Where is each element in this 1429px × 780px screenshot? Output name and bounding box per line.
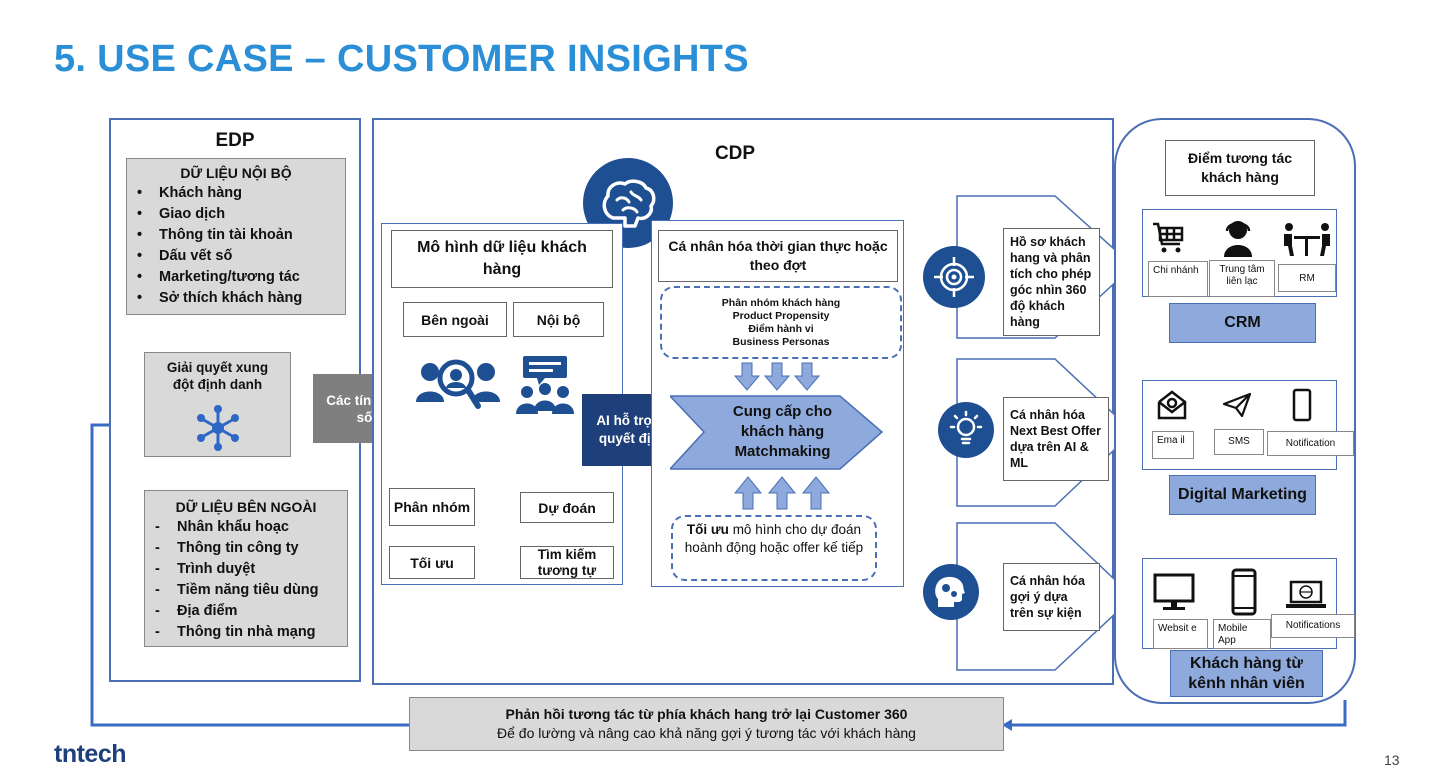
crm-rm-label: RM — [1278, 264, 1336, 292]
external-source-box: Bên ngoài — [403, 302, 507, 337]
external-data-list: Nhân khẩu hoạcThông tin công tyTrình duy… — [145, 517, 347, 643]
lookalike-label: Tìm kiếm tương tự — [537, 546, 597, 578]
internal-data-item: Marketing/tương tác — [127, 267, 345, 288]
optimize-model-text: mô hình cho dự đoán hoành động hoặc offe… — [684, 522, 864, 555]
digital-email-label: Ema il — [1152, 431, 1194, 459]
group-chat-icon — [516, 356, 574, 414]
segment-item: Điểm hành vi — [748, 323, 814, 335]
feedback-box: Phản hồi tương tác từ phía khách hang tr… — [409, 697, 1004, 751]
matchmaking-arrow — [670, 395, 884, 470]
output-card-nbo: Cá nhân hóa Next Best Offer dựa trên AI … — [1003, 397, 1109, 481]
internal-source-label: Nội bộ — [536, 311, 581, 328]
output-card-event: Cá nhân hóa gợi ý dựa trên sự kiện — [1003, 563, 1100, 631]
touchpoints-title: Điểm tương tác khách hàng — [1187, 150, 1293, 185]
page-title: 5. USE CASE – CUSTOMER INSIGHTS — [54, 38, 749, 80]
optimize-box: Tối ưu — [389, 546, 475, 579]
predict-box: Dự đoán — [520, 492, 614, 523]
personalization-title: Cá nhân hóa thời gian thực hoặc theo đợt — [668, 238, 888, 273]
internal-data-item: Thông tin tài khoản — [127, 225, 345, 246]
target-icon — [923, 246, 985, 308]
external-data-item: Thông tin công ty — [145, 538, 347, 559]
segment-box: Phân nhóm — [389, 488, 475, 526]
email-icon — [1157, 390, 1187, 420]
segment-label: Phân nhóm — [393, 498, 471, 515]
identity-resolution-box: Giải quyết xung đột định danh — [144, 352, 291, 457]
output-text-nbo: Cá nhân hóa Next Best Offer dựa trên AI … — [1010, 408, 1101, 470]
shopping-cart-icon — [1153, 222, 1184, 253]
external-data-item: Địa điểm — [145, 601, 347, 622]
lightbulb-icon — [938, 402, 994, 458]
output-text-360: Hồ sơ khách hang và phân tích cho phép g… — [1010, 235, 1092, 329]
internal-data-item: Dấu vết số — [127, 246, 345, 267]
internal-data-title: DỮ LIỆU NỘI BỘ — [180, 165, 292, 181]
crm-contact-center-label: Trung tâm liên lạc — [1209, 260, 1275, 297]
internal-data-item: Giao dịch — [127, 204, 345, 225]
smartphone-icon — [1292, 388, 1312, 422]
personalization-title-box: Cá nhân hóa thời gian thực hoặc theo đợt — [658, 230, 898, 282]
digital-sms-label: SMS — [1214, 429, 1264, 455]
predict-label: Dự đoán — [538, 499, 596, 516]
internal-data-list: Khách hàngGiao dịchThông tin tài khoảnDấ… — [127, 183, 345, 309]
optimize-label: Tối ưu — [410, 554, 454, 571]
optimize-model-box: Tối ưu mô hình cho dự đoán hoành động ho… — [671, 515, 877, 581]
optimize-model-bold: Tối ưu — [686, 522, 729, 537]
segment-item: Phân nhóm khách hàng — [721, 297, 841, 309]
output-card-360: Hồ sơ khách hang và phân tích cho phép g… — [1003, 228, 1100, 336]
feedback-line-1: Phản hồi tương tác từ phía khách hang tr… — [505, 706, 908, 722]
external-data-item: Trình duyệt — [145, 559, 347, 580]
staff-notifications-label: Notifications — [1271, 614, 1355, 638]
staff-channel-bar: Khách hàng từ kênh nhân viên — [1170, 650, 1323, 697]
external-data-item: Tiềm năng tiêu dùng — [145, 580, 347, 601]
data-model-title-box: Mô hình dữ liệu khách hàng — [391, 230, 613, 288]
internal-data-box: DỮ LIỆU NỘI BỘ Khách hàngGiao dịchThông … — [126, 158, 346, 315]
crm-branch-label: Chi nhánh — [1148, 261, 1208, 297]
external-data-item: Thông tin nhà mạng — [145, 622, 347, 643]
internal-data-item: Khách hàng — [127, 183, 345, 204]
mobile-app-icon — [1231, 568, 1257, 616]
network-icon — [197, 405, 239, 451]
desktop-icon — [1153, 573, 1195, 610]
internal-data-item: Sở thích khách hàng — [127, 288, 345, 309]
down-arrows — [734, 362, 821, 391]
external-data-box: DỮ LIỆU BÊN NGOÀI Nhân khẩu hoạcThông ti… — [144, 490, 348, 647]
call-center-icon — [1224, 221, 1252, 257]
edp-heading: EDP — [215, 130, 255, 151]
touchpoints-title-box: Điểm tương tác khách hàng — [1165, 140, 1315, 196]
feedback-line-2: Để đo lường và nâng cao khả năng gợi ý t… — [497, 725, 916, 741]
external-data-title: DỮ LIỆU BÊN NGOÀI — [175, 499, 317, 515]
people-search-icon — [416, 359, 500, 409]
send-icon — [1222, 392, 1252, 418]
digital-marketing-bar: Digital Marketing — [1169, 475, 1316, 515]
meeting-icon — [1284, 223, 1330, 256]
data-model-title: Mô hình dữ liệu khách hàng — [417, 239, 587, 278]
digital-notification-label: Notification — [1267, 431, 1354, 456]
output-text-event: Cá nhân hóa gợi ý dựa trên sự kiện — [1010, 574, 1086, 620]
segment-item: Business Personas — [732, 336, 830, 348]
staff-mobile-app-label: Mobile App — [1213, 619, 1271, 649]
segment-item: Product Propensity — [732, 310, 830, 322]
cdp-heading: CDP — [714, 143, 756, 164]
crm-bar: CRM — [1169, 303, 1316, 343]
staff-website-label: Websit e — [1153, 619, 1208, 649]
head-gears-icon — [923, 564, 979, 620]
laptop-web-icon — [1286, 580, 1326, 608]
lookalike-box: Tìm kiếm tương tự — [520, 546, 614, 579]
identity-resolution-label: Giải quyết xung đột định danh — [166, 360, 269, 392]
tntech-logo: tntech — [54, 740, 127, 768]
external-source-label: Bên ngoài — [421, 311, 489, 328]
page-number: 13 — [1384, 752, 1400, 768]
external-data-item: Nhân khẩu hoạc — [145, 517, 347, 538]
matchmaking-label: Cung cấp cho khách hàng Matchmaking — [732, 403, 833, 460]
internal-source-box: Nội bộ — [513, 302, 604, 337]
up-arrows — [734, 476, 831, 510]
